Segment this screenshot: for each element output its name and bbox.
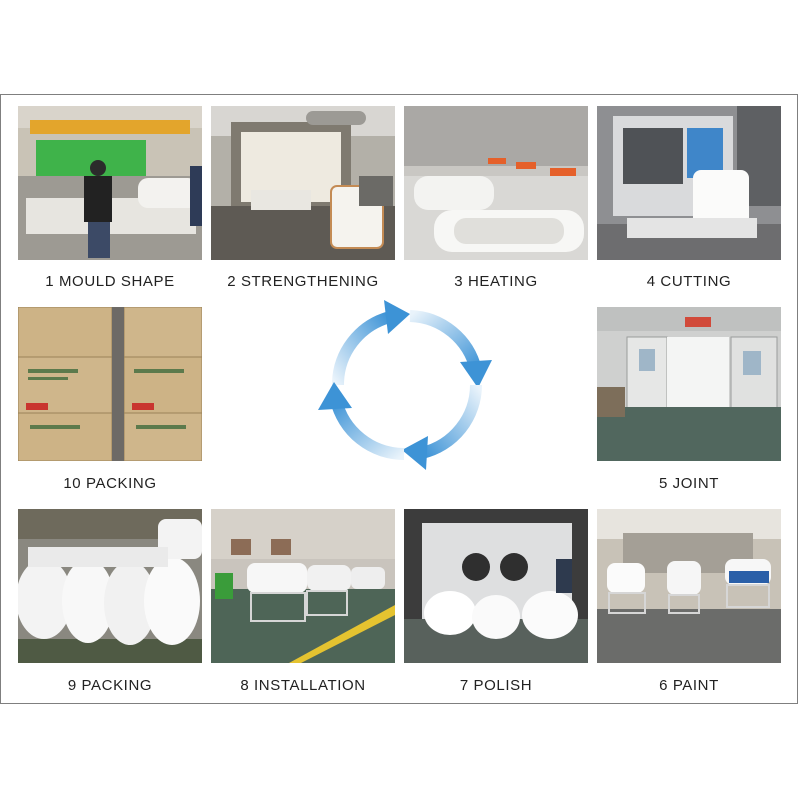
step-3-label: 3 HEATING: [454, 273, 538, 290]
step-1-label: 1 MOULD SHAPE: [45, 273, 175, 290]
step-10-label: 10 PACKING: [63, 475, 157, 492]
cycle-arrowhead-right: [460, 360, 492, 388]
step-2-photo: [211, 106, 395, 260]
cycle-arrow-right: [409, 310, 482, 372]
step-3-photo: [404, 106, 588, 260]
step-5-photo: [597, 307, 781, 461]
step-2-label: 2 STRENGTHENING: [227, 273, 379, 290]
step-4-photo: [597, 106, 781, 260]
process-cycle-arrows: [318, 300, 492, 470]
step-8-label: 8 INSTALLATION: [240, 677, 366, 694]
step-9-photo: [18, 509, 202, 663]
step-4-label: 4 CUTTING: [646, 273, 732, 290]
cycle-arrow-bottom: [420, 384, 482, 459]
step-9-label: 9 PACKING: [67, 677, 153, 694]
step-8-photo: [211, 509, 395, 663]
step-6-photo: [597, 509, 781, 663]
step-10-photo: [18, 307, 202, 461]
step-5-label: 5 JOINT: [658, 475, 720, 492]
step-6-label: 6 PAINT: [659, 677, 719, 694]
cycle-arrowhead-top: [384, 300, 410, 334]
cycle-arrowhead-bottom: [402, 436, 428, 470]
cycle-arrowhead-left: [318, 382, 352, 410]
cycle-arrow-top: [331, 311, 392, 386]
cycle-arrow-left: [330, 398, 405, 460]
step-1-photo: [18, 106, 202, 260]
step-7-photo: [404, 509, 588, 663]
diagram-frame: [0, 94, 798, 704]
step-7-label: 7 POLISH: [459, 677, 533, 694]
